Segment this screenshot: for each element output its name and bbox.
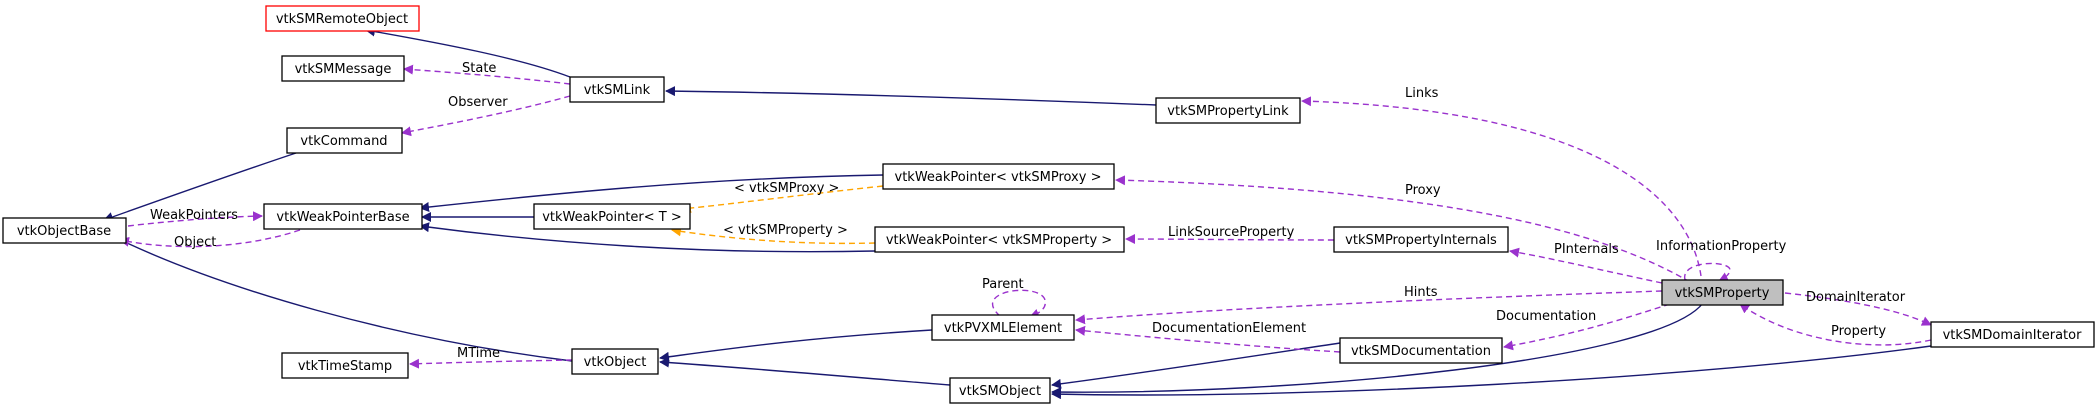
edge-proxy-template [681, 185, 884, 214]
edge-documentation [1503, 303, 1671, 351]
edge-label-weak-pointers: WeakPointers [150, 208, 238, 223]
edge-label-domain-iterator: DomainIterator [1806, 290, 1906, 305]
edges [103, 26, 1932, 400]
node-object[interactable]: vtkObject [571, 348, 659, 375]
node-label: vtkCommand [300, 134, 387, 149]
edge-label-state: State [462, 61, 496, 76]
node-label: vtkWeakPointer< vtkSMProxy > [895, 170, 1102, 185]
node-property[interactable]: vtkSMProperty [1661, 279, 1784, 306]
edge-information-property [1684, 262, 1731, 282]
edge-object-to-object-base [103, 231, 573, 362]
node-message[interactable]: vtkSMMessage [281, 55, 405, 82]
node-label: vtkSMPropertyLink [1167, 104, 1289, 119]
node-property-link[interactable]: vtkSMPropertyLink [1155, 97, 1301, 124]
edge-labels: State Observer WeakPointers Object < vtk… [150, 61, 1906, 361]
node-label: vtkSMDocumentation [1351, 344, 1491, 359]
node-label: vtkPVXMLElement [944, 321, 1062, 336]
node-label: vtkSMObject [959, 384, 1041, 399]
edge-label-hints: Hints [1404, 285, 1438, 300]
edge-pinternals [1509, 247, 1663, 284]
node-domain-iterator[interactable]: vtkSMDomainIterator [1930, 321, 2095, 348]
node-command[interactable]: vtkCommand [286, 127, 403, 154]
edge-property [1739, 303, 1932, 346]
node-weak-pointer-base[interactable]: vtkWeakPointerBase [263, 203, 423, 230]
edge-label-link-source-property: LinkSourceProperty [1168, 225, 1295, 240]
edge-pvxml-to-object [659, 329, 933, 362]
node-sm-object[interactable]: vtkSMObject [949, 377, 1051, 404]
edge-link-source-property [1125, 234, 1335, 245]
nodes: vtkSMRemoteObject vtkSMMessage vtkSMLink… [2, 5, 2095, 404]
node-weak-pointer-proxy[interactable]: vtkWeakPointer< vtkSMProxy > [882, 163, 1115, 190]
edge-parent [991, 289, 1047, 319]
edge-weak-proxy-to-weak-base [419, 174, 884, 213]
edge-sm-object-to-object [659, 357, 951, 386]
node-label: vtkWeakPointer< vtkSMProperty > [886, 233, 1112, 248]
node-label: vtkTimeStamp [298, 359, 392, 374]
edge-label-object: Object [174, 235, 216, 250]
node-object-base[interactable]: vtkObjectBase [2, 217, 127, 244]
edge-domain-iterator-to-sm-object [1051, 345, 1932, 400]
node-label: vtkWeakPointer< T > [542, 210, 682, 225]
edge-state [403, 64, 571, 85]
edge-label-parent: Parent [982, 277, 1024, 292]
edge-domain-iterator [1784, 292, 1932, 326]
node-label: vtkSMRemoteObject [276, 12, 408, 27]
node-link[interactable]: vtkSMLink [569, 76, 665, 103]
edge-documentation-to-sm-object [1051, 342, 1341, 389]
node-time-stamp[interactable]: vtkTimeStamp [281, 352, 409, 379]
edge-mtime [409, 358, 573, 369]
edge-label-proxy-template: < vtkSMProxy > [734, 181, 839, 196]
edge-property-template [671, 226, 876, 245]
node-label: vtkObjectBase [17, 224, 111, 239]
edge-link-to-remote-object [365, 26, 571, 78]
node-label: vtkSMProperty [1675, 286, 1770, 301]
edge-hints [1075, 290, 1663, 325]
edge-weak-property-to-weak-base [419, 222, 876, 253]
node-label: vtkObject [584, 355, 647, 370]
edge-command-to-object-base [103, 152, 297, 222]
node-pvxml-element[interactable]: vtkPVXMLElement [931, 314, 1075, 341]
node-label: vtkWeakPointerBase [276, 210, 409, 225]
edge-documentation-element [1075, 325, 1341, 353]
edge-object [119, 229, 301, 248]
node-property-internals[interactable]: vtkSMPropertyInternals [1333, 226, 1509, 253]
node-label: vtkSMDomainIterator [1943, 328, 2083, 343]
node-remote-object[interactable]: vtkSMRemoteObject [265, 5, 420, 32]
edge-label-pinternals: PInternals [1554, 242, 1619, 257]
node-label: vtkSMLink [584, 83, 651, 98]
node-documentation[interactable]: vtkSMDocumentation [1339, 337, 1503, 364]
edge-label-links: Links [1405, 86, 1439, 101]
node-label: vtkSMMessage [295, 62, 392, 77]
node-label: vtkSMPropertyInternals [1345, 233, 1497, 248]
edge-label-documentation-element: DocumentationElement [1152, 321, 1306, 336]
edge-label-mtime: MTime [457, 346, 500, 361]
edge-label-property: Property [1831, 324, 1886, 339]
edge-label-proxy: Proxy [1405, 183, 1441, 198]
edge-property-link-to-link [665, 86, 1157, 106]
edge-links [1301, 96, 1702, 277]
edge-label-property-template: < vtkSMProperty > [723, 223, 848, 238]
edge-observer [401, 95, 571, 137]
node-weak-pointer-property[interactable]: vtkWeakPointer< vtkSMProperty > [874, 226, 1125, 253]
edge-label-observer: Observer [448, 95, 508, 110]
edge-weak-pointers [127, 211, 263, 227]
node-weak-pointer-t[interactable]: vtkWeakPointer< T > [533, 203, 691, 230]
edge-label-documentation: Documentation [1496, 309, 1596, 324]
edge-property-to-sm-object [1051, 302, 1704, 398]
edge-label-information-property: InformationProperty [1656, 239, 1787, 254]
